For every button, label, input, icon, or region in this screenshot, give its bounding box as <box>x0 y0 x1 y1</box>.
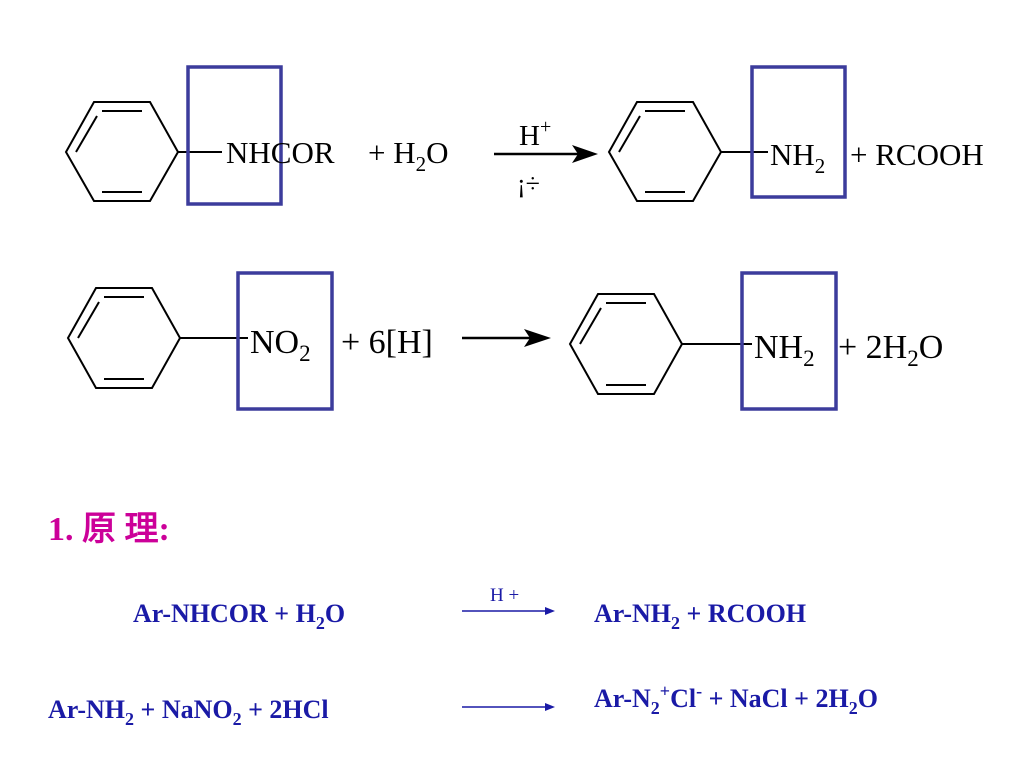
equation-2-products: Ar-N2+Cl- + NaCl + 2H2O <box>594 681 878 718</box>
equation-2-arrowhead <box>545 703 555 711</box>
arrowhead-1 <box>572 145 598 163</box>
amine-group: NH2 <box>770 137 825 178</box>
section-heading: 1. 原 理: <box>48 511 170 548</box>
benzene-ring-reactant-1 <box>64 101 180 202</box>
benzene-ring-product-2 <box>568 293 684 395</box>
highlight-box <box>186 65 283 206</box>
nitro-group: NO2 <box>250 324 311 366</box>
equation-1-catalyst: H + <box>490 585 519 606</box>
heat-symbol: ¡÷ <box>517 169 540 198</box>
amine-group: NH2 <box>754 329 815 371</box>
water-byproduct: + 2H2O <box>838 329 943 371</box>
carboxylic-acid-byproduct: + RCOOH <box>850 137 984 172</box>
benzene-ring-product-1 <box>607 101 723 202</box>
arrowhead-2 <box>524 329 551 347</box>
benzene-ring-reactant-2 <box>66 287 182 389</box>
equation-1-products: Ar-NH2 + RCOOH <box>594 599 806 633</box>
water-reagent: + H2O <box>368 135 449 176</box>
highlight-box <box>750 65 847 199</box>
equation-1-arrowhead <box>545 607 555 615</box>
hydrogen-reagent: + 6[H] <box>341 324 433 361</box>
equation-1-reactants: Ar-NHCOR + H2O <box>133 599 345 633</box>
highlight-box <box>740 271 838 411</box>
acid-catalyst-label: H+ <box>519 116 551 152</box>
equation-2-reactants: Ar-NH2 + NaNO2 + 2HCl <box>48 695 329 729</box>
highlight-box <box>236 271 334 411</box>
acetanilide-group: NHCOR <box>226 135 335 170</box>
